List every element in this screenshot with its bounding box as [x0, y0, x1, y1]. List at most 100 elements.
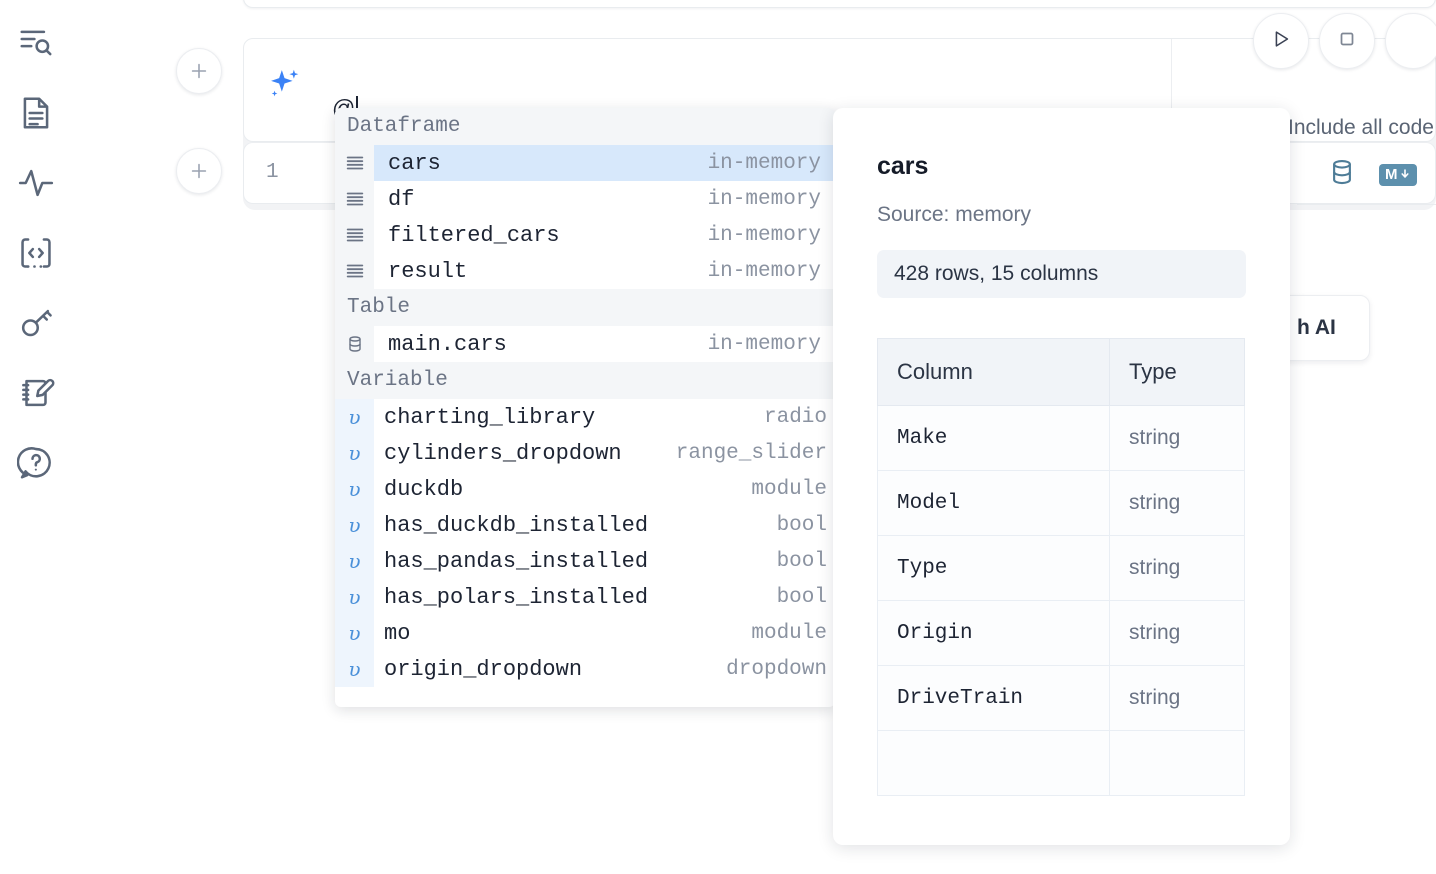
detail-title: cars: [877, 152, 929, 180]
sparkles-icon: [266, 65, 304, 103]
database-icon[interactable]: [1327, 157, 1357, 192]
autocomplete-item[interactable]: υ has_pandas_installed bool: [335, 543, 835, 579]
left-icon-rail: [0, 0, 72, 874]
column-type-cell: string: [1109, 600, 1245, 666]
autocomplete-item[interactable]: filtered_cars in-memory: [335, 217, 835, 253]
autocomplete-item-name: has_polars_installed: [384, 584, 649, 610]
sidebar-item-help[interactable]: [12, 438, 60, 488]
autocomplete-item-type: module: [751, 621, 827, 645]
scratchpad-edit-icon: [17, 374, 55, 412]
autocomplete-item-name: cars: [388, 150, 441, 176]
autocomplete-item-type: module: [751, 477, 827, 501]
autocomplete-item-type: dropdown: [726, 657, 827, 681]
stop-square-icon: [1336, 28, 1358, 55]
sidebar-item-outline-search[interactable]: [12, 18, 60, 68]
autocomplete-item[interactable]: df in-memory: [335, 181, 835, 217]
autocomplete-item[interactable]: result in-memory: [335, 253, 835, 289]
autocomplete-item-type: in-memory: [707, 151, 821, 175]
previous-cell: [243, 0, 1436, 8]
column-type-cell: string: [1109, 535, 1245, 601]
autocomplete-item-type: in-memory: [707, 223, 821, 247]
upsilon-icon: υ: [335, 543, 374, 579]
autocomplete-item-type: radio: [763, 405, 827, 429]
autocomplete-item-name: main.cars: [388, 331, 507, 357]
column-type-cell: string: [1109, 470, 1245, 536]
autocomplete-item-name: df: [388, 186, 415, 212]
sidebar-item-secrets[interactable]: [12, 298, 60, 348]
autocomplete-group-header: Table: [335, 289, 835, 326]
dataframe-rows-icon: [335, 253, 374, 289]
add-cell-above-button[interactable]: [176, 48, 222, 94]
play-triangle-icon: [1270, 28, 1292, 55]
database-icon: [335, 326, 374, 362]
outline-search-icon: [17, 24, 55, 62]
completion-detail-panel: cars Source: memory 428 rows, 15 columns…: [833, 108, 1290, 845]
help-chat-icon: [17, 444, 55, 482]
code-snippets-icon: [17, 234, 55, 272]
upsilon-icon: υ: [335, 507, 374, 543]
table-row: [877, 730, 1245, 796]
autocomplete-item-name: has_pandas_installed: [384, 548, 649, 574]
add-cell-below-button[interactable]: [176, 148, 222, 194]
column-type-cell: string: [1109, 665, 1245, 731]
autocomplete-item[interactable]: υ origin_dropdown dropdown: [335, 651, 835, 687]
autocomplete-item-name: cylinders_dropdown: [384, 440, 622, 466]
notebook-file-icon: [17, 94, 55, 132]
column-name-cell: Make: [877, 405, 1110, 471]
sidebar-item-snippets[interactable]: [12, 228, 60, 278]
autocomplete-item-type: in-memory: [707, 259, 821, 283]
line-number: 1: [266, 161, 279, 184]
sidebar-item-file-explorer[interactable]: [12, 88, 60, 138]
generate-with-ai-label: h AI: [1297, 316, 1336, 339]
upsilon-icon: υ: [335, 435, 374, 471]
autocomplete-item-type: bool: [776, 549, 827, 573]
code-cell-toolbar: M: [1327, 157, 1417, 192]
autocomplete-group-header: Dataframe: [335, 108, 835, 145]
markdown-icon[interactable]: M: [1379, 163, 1417, 186]
upsilon-icon: υ: [335, 615, 374, 651]
column-name-cell: Origin: [877, 600, 1110, 666]
upsilon-icon: υ: [335, 651, 374, 687]
autocomplete-item-name: result: [388, 258, 468, 284]
run-button[interactable]: [1253, 13, 1309, 69]
autocomplete-item-type: bool: [776, 513, 827, 537]
cell-divider: [1297, 204, 1436, 205]
include-all-code-label: Include all code: [1288, 116, 1434, 139]
column-type-cell: string: [1109, 405, 1245, 471]
autocomplete-item-name: origin_dropdown: [384, 656, 583, 682]
detail-source: Source: memory: [877, 203, 1032, 226]
dataframe-rows-icon: [335, 181, 374, 217]
autocomplete-item[interactable]: cars in-memory: [335, 145, 835, 181]
autocomplete-group-header: Variable: [335, 362, 835, 399]
upsilon-icon: υ: [335, 399, 374, 435]
column-name-cell: Type: [877, 535, 1110, 601]
table-header-cell: Type: [1109, 338, 1245, 406]
stop-button[interactable]: [1319, 13, 1375, 69]
more-button[interactable]: [1385, 13, 1436, 69]
autocomplete-item-type: in-memory: [707, 187, 821, 211]
sidebar-item-scratchpad[interactable]: [12, 368, 60, 418]
column-name-cell: DriveTrain: [877, 665, 1110, 731]
table-header-cell: Column: [877, 338, 1110, 406]
sidebar-item-activity[interactable]: [12, 158, 60, 208]
table-row-clipped: [877, 730, 1110, 796]
secrets-key-icon: [17, 304, 55, 342]
autocomplete-item-name: filtered_cars: [388, 222, 560, 248]
upsilon-icon: υ: [335, 471, 374, 507]
autocomplete-item-type: bool: [776, 585, 827, 609]
autocomplete-item-name: mo: [384, 620, 411, 646]
table-row-clipped: [1109, 730, 1245, 796]
